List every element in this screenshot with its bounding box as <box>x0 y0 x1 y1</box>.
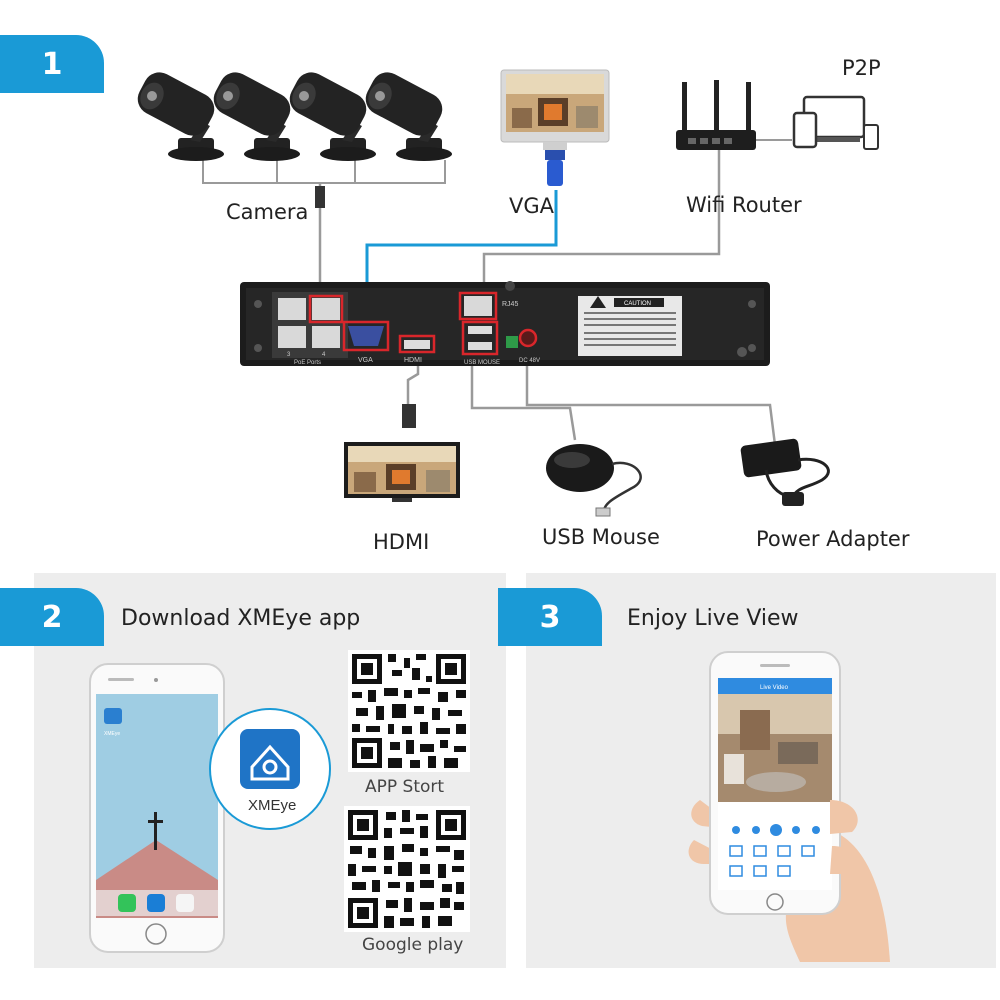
step-3-title: Enjoy Live View <box>627 606 799 631</box>
step-1-number: 1 <box>41 46 63 82</box>
caution-title: CAUTION <box>624 301 651 307</box>
hdmi-tv-icon <box>344 442 460 502</box>
phone-app-label: XMEye <box>104 731 120 737</box>
step-1-badge: 1 <box>0 35 104 93</box>
poe-ports-caption: PoE Ports <box>294 360 321 366</box>
google-play-qr-code <box>344 806 470 932</box>
camera-bus-cable <box>202 160 446 184</box>
poe-port-number-3: 3 <box>287 352 291 358</box>
poe-port-1 <box>278 298 306 320</box>
power-adapter-icon <box>740 438 830 506</box>
usb-caption: USB MOUSE <box>464 360 500 366</box>
usb-port-1 <box>468 326 492 334</box>
hdmi-port <box>404 340 430 349</box>
step-3-number: 3 <box>539 599 561 635</box>
vga-port-caption: VGA <box>358 357 373 364</box>
p2p-label: P2P <box>842 56 881 80</box>
camera-group-icon <box>137 72 452 161</box>
poe-port-4 <box>312 326 340 348</box>
google-play-label: Google play <box>362 935 464 955</box>
xmeye-icon-label: XMEye <box>248 797 296 814</box>
vga-label: VGA <box>509 194 555 218</box>
camera-icon-4 <box>365 72 452 161</box>
live-view-phone: Live Video <box>688 651 890 962</box>
camera-icon-2 <box>213 72 300 161</box>
poe-port-2 <box>312 298 340 320</box>
monitor-icon <box>500 69 610 186</box>
camera-icon-3 <box>289 72 376 161</box>
wifi-router-label: Wifi Router <box>686 193 802 217</box>
wifi-router-icon <box>676 80 756 150</box>
usb-port-2 <box>468 342 492 350</box>
camera-icon-1 <box>137 72 224 161</box>
app-store-label: APP Stort <box>365 777 445 797</box>
usb-cable <box>470 360 577 441</box>
router-cable <box>482 145 721 294</box>
dc-power-port <box>518 328 538 348</box>
hdmi-label: HDMI <box>373 530 430 554</box>
vga-port <box>348 326 384 346</box>
power-cable <box>525 355 777 446</box>
hdmi-port-caption: HDMI <box>404 357 422 364</box>
camera-label: Camera <box>226 200 309 224</box>
poe-port-3 <box>278 326 306 348</box>
step-2-number: 2 <box>41 599 63 635</box>
step-2-badge: 2 <box>0 588 104 646</box>
p2p-devices-icon <box>792 95 879 150</box>
rj45-caption: RJ45 <box>502 301 518 308</box>
live-video-title: Live Video <box>760 685 789 691</box>
usb-mouse-label: USB Mouse <box>542 525 660 549</box>
app-store-qr-code <box>348 650 470 772</box>
phone-home-screen: XMEye <box>89 663 225 953</box>
nvr-recorder: 3 4 PoE Ports VGA HDMI RJ45 USB MOUSE DC… <box>240 281 770 366</box>
rj45-port <box>464 296 492 316</box>
power-adapter-label: Power Adapter <box>756 527 910 551</box>
dc-caption: DC 48V <box>519 358 540 364</box>
poe-port-number-4: 4 <box>322 352 326 358</box>
step-3-badge: 3 <box>498 588 602 646</box>
xmeye-app-icon: XMEye <box>209 708 331 830</box>
usb-mouse-icon <box>546 444 642 517</box>
step-2-title: Download XMEye app <box>121 606 361 631</box>
poe-port-highlight <box>308 294 344 324</box>
